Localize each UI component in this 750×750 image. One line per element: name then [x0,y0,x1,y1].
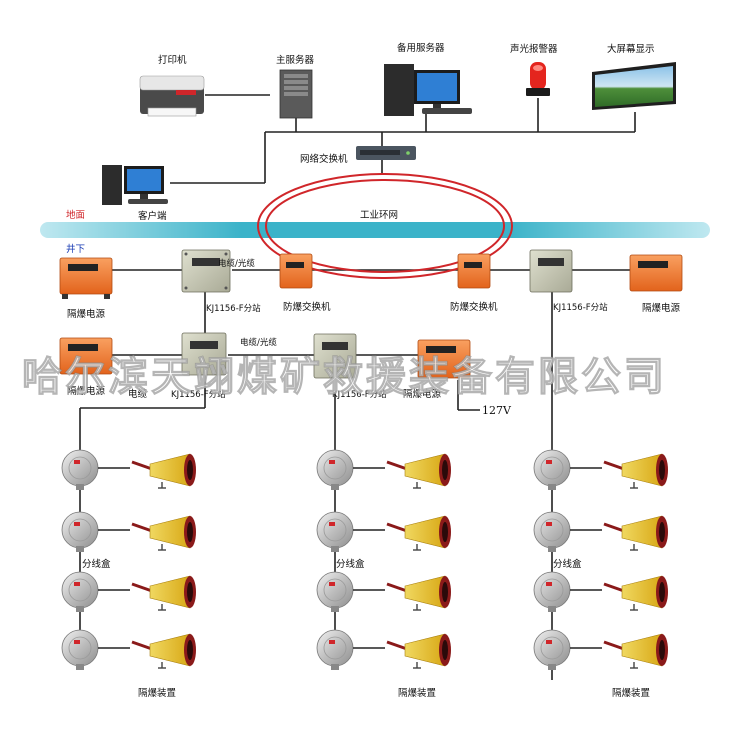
ex-horn-icon [386,453,451,489]
big-screen-icon [592,62,676,110]
junction-box-label-3: 分线盒 [553,558,582,570]
ex-power-icon [59,257,113,299]
ex-device-label-3: 隔爆装置 [612,687,650,699]
alarm-label: 声光报警器 [510,43,558,55]
cable-label: 电缆 [128,388,148,400]
junction-box-label-2: 分线盒 [336,558,365,570]
industrial-ring-label: 工业环网 [360,210,398,221]
ex-device-label-2: 隔爆装置 [398,687,436,699]
ex-horn-icon [131,453,196,489]
surface-wiring [170,94,636,184]
device-columns [61,449,668,670]
cable-fiber-label-1: 电缆/光缆 [218,258,255,269]
ex-switch-icon [279,253,313,289]
ex-horn-icon [603,515,668,551]
substation-icon [529,249,573,293]
junction-box-label-1: 分线盒 [82,558,111,570]
substation-icon [181,332,227,376]
backup-server-icon [384,64,472,116]
junction-box-icon [316,629,385,670]
ex-horn-icon [603,633,668,669]
junction-box-icon [61,511,130,552]
junction-box-icon [316,511,385,552]
main-server-icon [279,69,313,119]
voltage-label: 127V [482,404,512,417]
ex-switch-icon [457,253,491,289]
ex-horn-icon [603,453,668,489]
client-pc-icon [102,165,168,205]
cable-fiber-label-2: 电缆/光缆 [240,337,277,348]
main-server-label: 主服务器 [276,54,315,66]
ex-power-label-1: 隔爆电源 [67,308,106,320]
ex-power-label-2: 隔爆电源 [642,302,681,314]
big-screen-label: 大屏幕显示 [607,43,655,55]
ex-horn-icon [386,633,451,669]
substation-label-4: KJ1156-F分站 [332,389,387,400]
ex-power-label-3: 隔爆电源 [67,385,106,397]
alarm-icon [526,62,550,96]
ex-horn-icon [386,575,451,611]
junction-box-icon [61,629,130,670]
network-switch-label: 网络交换机 [300,153,348,165]
ex-power-icon [59,337,113,375]
junction-box-icon [316,571,385,612]
underground-label: 井下 [66,243,85,255]
substation-label-1: KJ1156-F分站 [206,303,261,314]
junction-box-icon [316,449,385,490]
ex-horn-icon [131,515,196,551]
network-switch-icon [356,146,416,160]
ex-horn-icon [386,515,451,551]
backup-server-label: 备用服务器 [397,42,445,54]
substation-icon [181,249,231,293]
junction-box-icon [61,449,130,490]
junction-box-icon [533,571,602,612]
watermark: 哈尔滨天翊煤矿救援装备有限公司 [22,354,667,400]
printer-icon [139,75,205,117]
client-label: 客户端 [138,210,167,222]
ex-switch-label-2: 防爆交换机 [450,301,498,313]
substation-label-2: KJ1156-F分站 [553,302,608,313]
printer-label: 打印机 [158,54,187,66]
ex-horn-icon [131,633,196,669]
junction-box-icon [533,629,602,670]
junction-box-icon [533,511,602,552]
junction-box-icon [533,449,602,490]
ex-device-label-1: 隔爆装置 [138,687,176,699]
junction-box-icon [61,571,130,612]
substation-label-3: KJ1156-F分站 [171,389,226,400]
industrial-ring [257,173,513,279]
substation-icon [313,333,357,379]
ex-power-icon [629,254,683,292]
ex-switch-label-1: 防爆交换机 [283,301,331,313]
ex-horn-icon [131,575,196,611]
ground-label: 地面 [66,209,85,221]
ex-power-label-4: 隔爆电源 [403,388,442,400]
ex-horn-icon [603,575,668,611]
ex-power-icon [417,339,471,379]
